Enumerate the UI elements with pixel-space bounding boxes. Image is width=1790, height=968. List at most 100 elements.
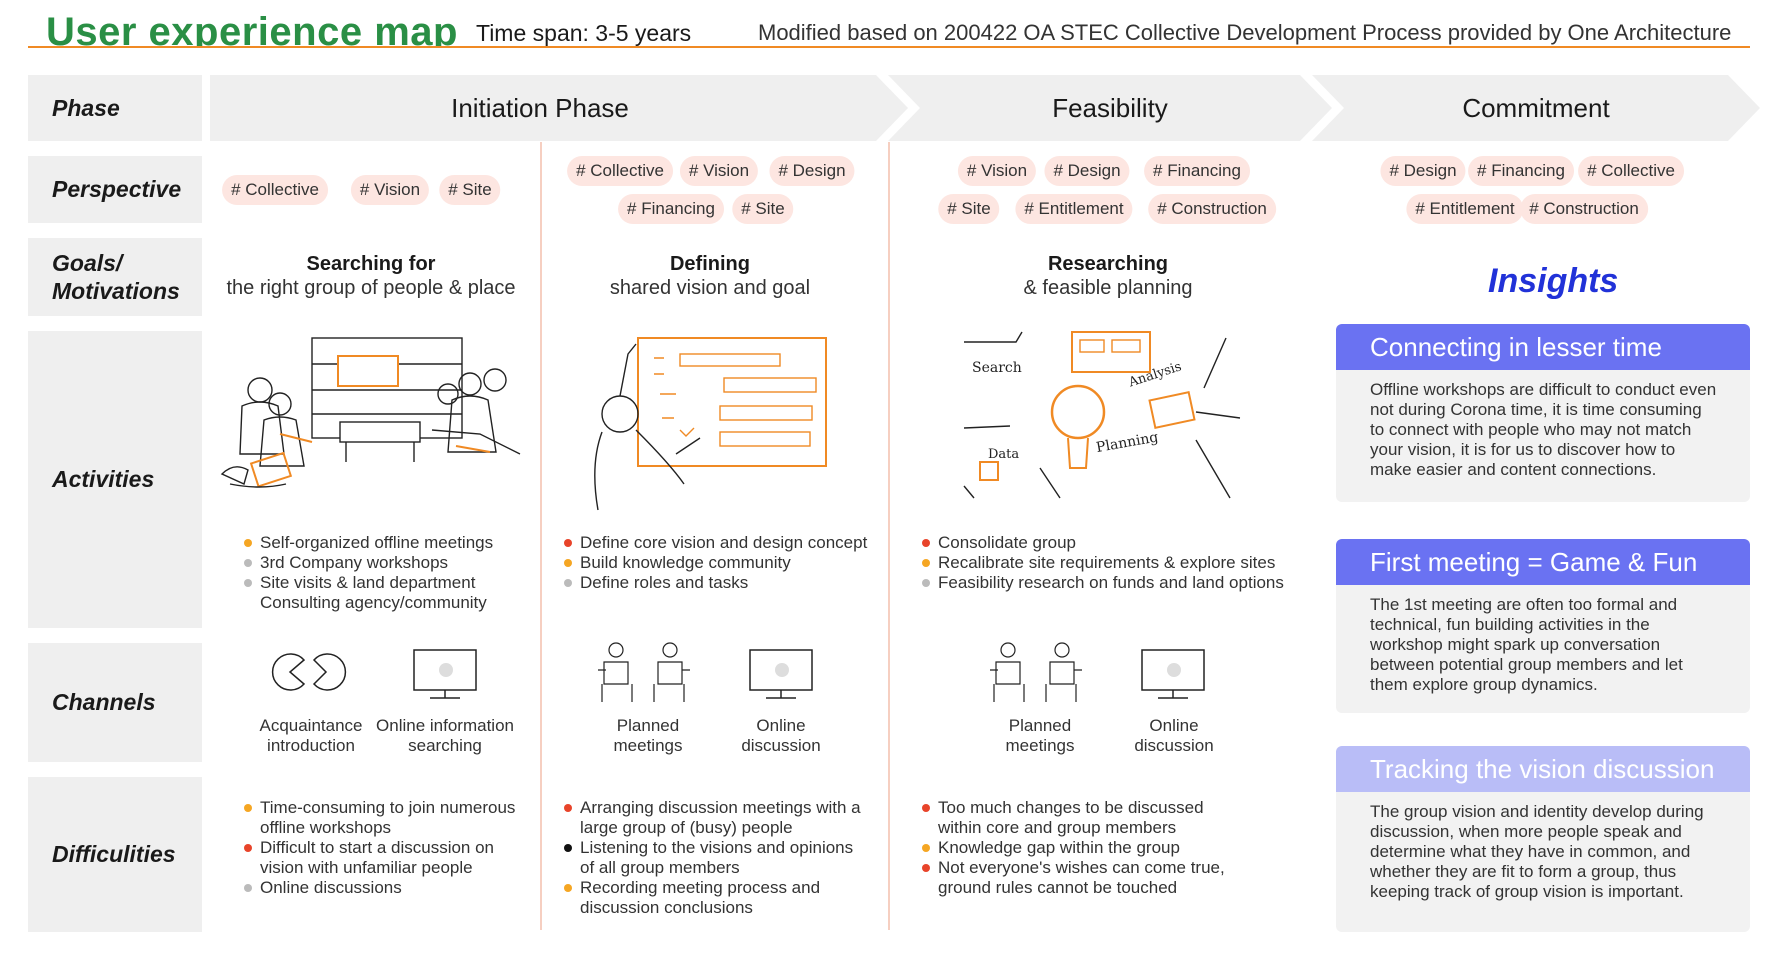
- perspective-tag: # Collective: [222, 175, 328, 205]
- channel-label: Planned meetings: [1005, 716, 1075, 755]
- row-label-perspective: Perspective: [28, 156, 202, 223]
- bullet-dot: [564, 884, 572, 892]
- monitor-icon: [749, 649, 813, 699]
- activities-list-defining: Define core vision and design concept Bu…: [562, 533, 892, 593]
- phase-arrow-commitment: [1312, 75, 1760, 141]
- difficulties-list-defining: Arranging discussion meetings with a lar…: [562, 798, 867, 918]
- magnifier: [1050, 384, 1106, 440]
- list-item: Time-consuming to join numerous offline …: [242, 798, 527, 838]
- bullet-dot: [922, 864, 930, 872]
- row-label-channels: Channels: [28, 643, 202, 762]
- sketch-label-analysis: Analysis: [1126, 359, 1183, 390]
- row-label-goals: Goals/ Motivations: [28, 238, 202, 316]
- activities-list-initiation: Self-organized offline meetings 3rd Comp…: [242, 533, 542, 613]
- monitor-icon: [1141, 649, 1205, 699]
- perspective-tag: # Financing: [1144, 156, 1250, 186]
- list-item: Consolidate group: [920, 533, 1340, 553]
- channel-label: Online discussion: [741, 716, 821, 755]
- sketch-label-search: Search: [972, 360, 1022, 376]
- meeting-people-icon: [990, 642, 1082, 702]
- perspective-tag: # Entitlement: [1015, 194, 1133, 224]
- list-item: 3rd Company workshops: [242, 553, 542, 573]
- meeting-people-icon: [598, 642, 690, 702]
- row-label-phase: Phase: [28, 75, 202, 141]
- bullet-dot: [244, 804, 252, 812]
- perspective-tag: # Financing: [1468, 156, 1574, 186]
- perspective-tag: # Design: [1044, 156, 1130, 186]
- bullet-dot: [922, 844, 930, 852]
- phase-arrows: [210, 75, 1760, 141]
- bullet-dot: [244, 559, 252, 567]
- list-item: Recording meeting process and discussion…: [562, 878, 867, 918]
- channel-label: Planned meetings: [613, 716, 683, 755]
- bullet-dot: [922, 804, 930, 812]
- list-item: Feasibility research on funds and land o…: [920, 573, 1340, 593]
- perspective-tag: # Site: [439, 175, 501, 205]
- bullet-dot: [244, 579, 252, 587]
- difficulties-list-feasibility: Too much changes to be discussed within …: [920, 798, 1240, 898]
- bullet-dot: [564, 804, 572, 812]
- list-item: Recalibrate site requirements & explore …: [920, 553, 1340, 573]
- insight-card-title: First meeting = Game & Fun: [1336, 539, 1750, 585]
- goal-subtitle: & feasible planning: [1023, 277, 1193, 299]
- whiteboard-sketch: [594, 337, 827, 511]
- insight-card-title: Connecting in lesser time: [1336, 324, 1750, 370]
- phase-commitment: Commitment: [1462, 92, 1610, 123]
- screen: [337, 355, 399, 387]
- row-label-activities: Activities: [28, 331, 202, 628]
- phase-feasibility: Feasibility: [1052, 92, 1168, 123]
- bullet-dot: [922, 559, 930, 567]
- list-item: Consulting agency/community: [260, 593, 487, 612]
- insight-card-body: Offline workshops are difficult to condu…: [1370, 380, 1717, 479]
- goal-title: Searching for: [306, 253, 436, 275]
- insight-card-title: Tracking the vision discussion: [1336, 746, 1750, 792]
- bullet-dot: [922, 579, 930, 587]
- chart-card: [1071, 331, 1151, 373]
- goal-researching: Researching & feasible planning: [1023, 252, 1192, 300]
- column-separator: [540, 142, 542, 930]
- perspective-tag: # Vision: [350, 175, 430, 205]
- bullet-dot: [922, 539, 930, 547]
- difficulties-list-initiation: Time-consuming to join numerous offline …: [242, 798, 527, 898]
- list-item: Listening to the visions and opinions of…: [562, 838, 867, 878]
- perspective-tag: # Collective: [1578, 156, 1684, 186]
- list-item: Online discussions: [242, 878, 527, 898]
- perspective-tag: # Entitlement: [1406, 194, 1524, 224]
- perspective-tag: # Design: [769, 156, 855, 186]
- bullet-dot: [564, 844, 572, 852]
- bullet-dot: [244, 844, 252, 852]
- bullet-dot: [564, 579, 572, 587]
- column-separator: [888, 142, 890, 930]
- goal-title: Defining: [669, 253, 750, 275]
- perspective-tag: # Collective: [567, 156, 673, 186]
- bullet-dot: [244, 884, 252, 892]
- perspective-tag: # Vision: [679, 156, 759, 186]
- whiteboard: [637, 337, 827, 467]
- goal-subtitle: shared vision and goal: [609, 277, 811, 299]
- table: [339, 421, 421, 443]
- insight-card-first-meeting: First meeting = Game & Fun The 1st meeti…: [1336, 539, 1750, 713]
- bullet-dot: [564, 539, 572, 547]
- list-item: Define roles and tasks: [562, 573, 892, 593]
- perspective-tag: # Site: [732, 194, 794, 224]
- list-item: Knowledge gap within the group: [920, 838, 1240, 858]
- list-item: Too much changes to be discussed within …: [920, 798, 1240, 838]
- insight-card-connecting: Connecting in lesser time Offline worksh…: [1336, 324, 1750, 502]
- bullet-dot: [564, 559, 572, 567]
- sketch-label-data: Data: [988, 447, 1019, 462]
- phase-arrow-initiation: [210, 75, 908, 141]
- perspective-tag: # Financing: [618, 194, 724, 224]
- insight-card-body: The 1st meeting are often too formal and…: [1370, 595, 1683, 694]
- meeting-room-sketch: [220, 337, 521, 488]
- research-sketch: Search Analysis Planning Data: [963, 331, 1241, 499]
- time-span: Time span: 3-5 years: [476, 20, 692, 46]
- insight-card-body: The group vision and identity develop du…: [1370, 802, 1704, 901]
- goal-searching: Searching for the right group of people …: [226, 252, 515, 300]
- goal-subtitle: the right group of people & place: [226, 277, 516, 299]
- list-item: Arranging discussion meetings with a lar…: [562, 798, 867, 838]
- list-item: Site visits & land department: [242, 573, 542, 593]
- header-divider: [28, 46, 1750, 48]
- goal-title: Researching: [1047, 253, 1169, 275]
- channel-label: Acquaintance introduction: [259, 716, 363, 755]
- perspective-tag: # Construction: [1148, 194, 1276, 224]
